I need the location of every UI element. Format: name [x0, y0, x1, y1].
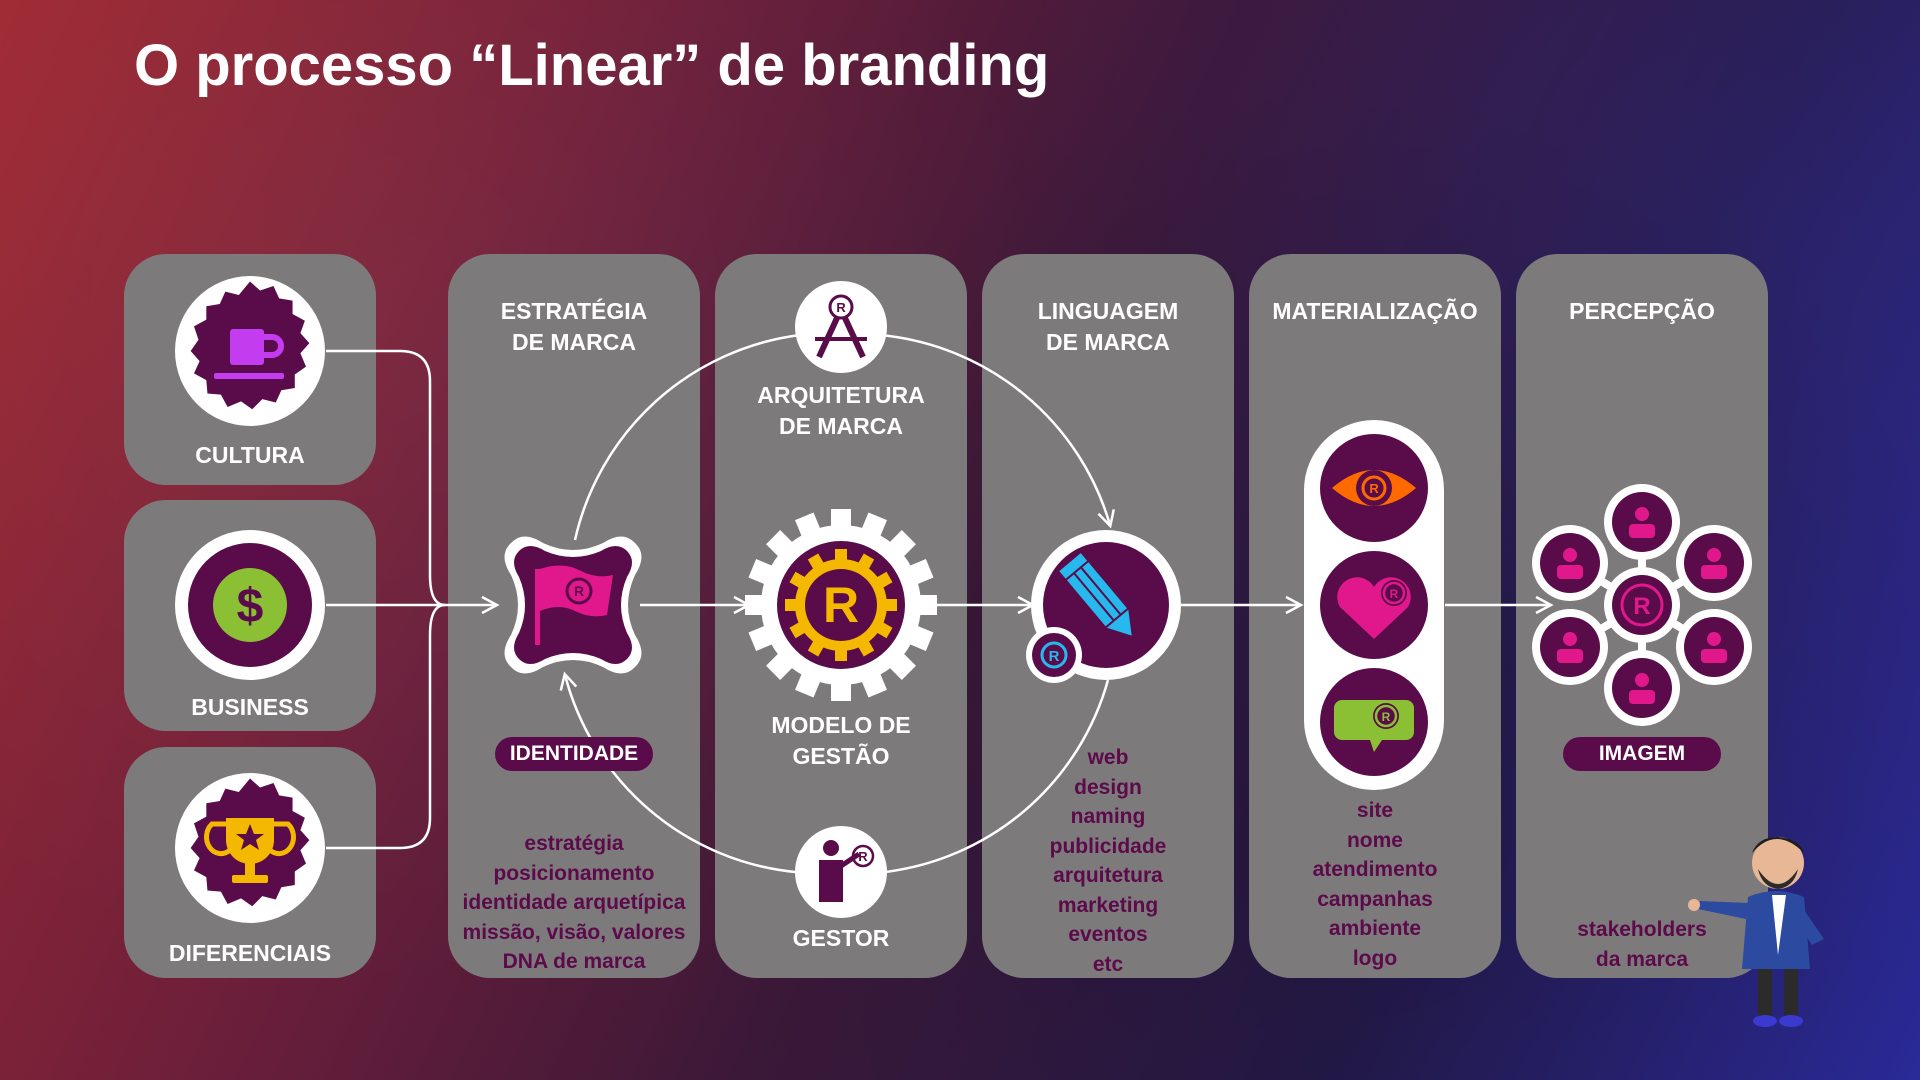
linguagem-heading: LINGUAGEM DE MARCA: [1037, 298, 1179, 355]
input-label-business: BUSINESS: [191, 694, 309, 720]
compass-icon: R: [795, 281, 887, 373]
list-item: DNA de marca: [502, 950, 646, 973]
materializacao-heading: MATERIALIZAÇÃO: [1272, 298, 1478, 324]
svg-text:R: R: [1382, 710, 1391, 724]
list-item: nome: [1346, 828, 1403, 852]
list-item: site: [1356, 799, 1394, 822]
list-item: web: [1087, 746, 1129, 769]
connector-cultura: [326, 349, 446, 607]
svg-text:R: R: [1049, 648, 1060, 665]
list-item: posicionamento: [493, 861, 655, 885]
person-node: [1532, 609, 1608, 685]
estrategia-items: estratégia posicionamento identidade arq…: [448, 829, 700, 977]
list-item: logo: [1352, 946, 1398, 970]
eye-icon: R: [1320, 434, 1428, 542]
list-item: publicidade: [1049, 834, 1167, 858]
list-item: stakeholders: [1577, 918, 1707, 941]
coffee-cup-icon: [175, 276, 325, 426]
list-item: atendimento: [1312, 858, 1438, 881]
cycle-arc-bottom-left: [559, 671, 796, 874]
list-item: arquitetura: [1053, 864, 1163, 887]
list-item: marketing: [1057, 893, 1159, 917]
svg-text:R: R: [823, 577, 859, 633]
svg-text:$: $: [237, 580, 264, 633]
arquitetura-label: ARQUITETURA DE MARCA: [757, 382, 925, 439]
pencil-icon: R: [1026, 530, 1181, 683]
imagem-pill: IMAGEM: [1563, 737, 1721, 771]
presenter-icon: R: [795, 826, 887, 918]
list-item: eventos: [1068, 923, 1148, 946]
percepcao-items: stakeholders da marca: [1516, 915, 1768, 974]
svg-text:R: R: [1633, 593, 1650, 620]
gear-icon: R: [745, 509, 937, 701]
estrategia-heading: ESTRATÉGIA DE MARCA: [500, 298, 648, 355]
person-node: [1604, 484, 1680, 560]
stakeholders-network-icon: R: [1532, 484, 1752, 726]
list-item: identidade arquetípica: [462, 891, 686, 914]
page-title: O processo “Linear” de branding: [134, 33, 1050, 98]
input-label-cultura: CULTURA: [195, 442, 305, 468]
list-item: ambiente: [1328, 917, 1422, 940]
person-node: [1676, 525, 1752, 601]
trophy-icon: [175, 773, 325, 923]
list-item: missão, visão, valores: [462, 920, 686, 944]
cycle-arc-top-left: [573, 333, 801, 541]
person-node: [1676, 609, 1752, 685]
presenter-character-illustration: [1688, 837, 1824, 1027]
list-item: estratégia: [524, 832, 624, 855]
svg-text:R: R: [1369, 481, 1379, 496]
input-connectors: [326, 349, 500, 850]
percepcao-heading: PERCEPÇÃO: [1569, 298, 1715, 324]
gestor-label: GESTOR: [792, 925, 890, 951]
list-item: naming: [1070, 805, 1146, 828]
list-item: campanhas: [1317, 887, 1433, 911]
person-node: [1532, 525, 1608, 601]
dollar-coin-icon: $: [175, 530, 325, 680]
management-cycle: [559, 333, 1115, 874]
flag-icon: R: [504, 536, 642, 674]
cycle-arc-bottom-right: [884, 679, 1110, 874]
connector-diferenciais: [326, 603, 446, 850]
materializacao-items: site nome atendimento campanhas ambiente…: [1249, 796, 1501, 973]
chat-bubble-icon: R: [1320, 668, 1428, 776]
center-brand-node: R: [1604, 567, 1680, 643]
linguagem-items: web design naming publicidade arquitetur…: [982, 743, 1234, 979]
materializacao-icons: R R R: [1304, 420, 1444, 790]
svg-text:R: R: [836, 300, 846, 315]
modelo-gestao-label: MODELO DE GESTÃO: [771, 712, 911, 769]
input-label-diferenciais: DIFERENCIAIS: [168, 940, 332, 966]
list-item: etc: [1092, 952, 1124, 976]
svg-text:R: R: [1390, 587, 1399, 601]
heart-icon: R: [1320, 551, 1428, 659]
person-node: [1604, 650, 1680, 726]
list-item: design: [1074, 775, 1142, 799]
cycle-arc-top-right: [879, 333, 1115, 529]
identidade-pill: IDENTIDADE: [495, 737, 653, 771]
list-item: da marca: [1595, 947, 1689, 971]
svg-text:R: R: [858, 849, 868, 864]
svg-text:R: R: [574, 583, 584, 599]
